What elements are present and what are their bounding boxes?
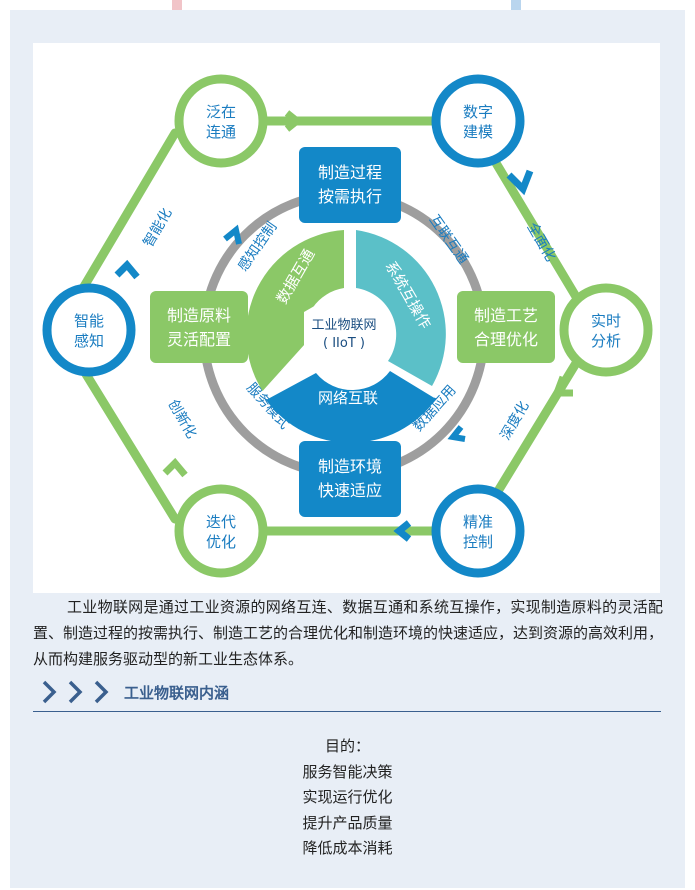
arrow-bottom-icon <box>393 520 412 542</box>
core-segment-teal <box>356 230 446 386</box>
box-bottom: 制造环境 快速适应 <box>299 441 401 517</box>
box-right-line2: 合理优化 <box>474 330 538 349</box>
edge-label-left-lower: 创新化 <box>165 397 200 441</box>
node-top-left-line1: 泛在 <box>206 103 236 121</box>
purpose-item: 实现运行优化 <box>302 788 393 806</box>
edge-arrows <box>114 110 573 542</box>
node-left: 智能 感知 <box>42 283 136 377</box>
chevron-right-icon <box>42 680 109 704</box>
center-label-line1: 工业物联网 <box>311 318 376 333</box>
arrow-right-upper-icon <box>506 169 534 196</box>
center-label-line2: ( IIoT ) <box>323 336 365 351</box>
purpose-item: 服务智能决策 <box>302 762 393 781</box>
node-top-right-line2: 建模 <box>463 123 493 141</box>
purpose-item: 提升产品质量 <box>302 813 393 832</box>
edge-label-left-upper: 智能化 <box>141 206 176 250</box>
box-top-line2: 按需执行 <box>318 187 382 206</box>
box-top: 制造过程 按需执行 <box>299 147 401 223</box>
box-right-line1: 制造工艺 <box>474 306 538 325</box>
node-bottom-right-line1: 精准 <box>463 513 493 531</box>
core-label-blue: 网络互联 <box>318 389 378 407</box>
node-left-line2: 感知 <box>74 332 104 350</box>
box-top-line1: 制造过程 <box>318 163 382 182</box>
node-right-line1: 实时 <box>591 312 621 330</box>
iiot-diagram: 全面化 深度化 创新化 智能化 感知控制 互联互通 服务模式 数据应用 数据互通… <box>33 43 660 593</box>
box-bottom-line1: 制造环境 <box>318 457 382 476</box>
node-bottom-left-line2: 优化 <box>206 533 236 551</box>
section-title: 工业物联网内涵 <box>124 684 230 702</box>
ring-arrow-lower-right-icon <box>447 425 466 442</box>
node-top-right-line1: 数字 <box>463 103 493 121</box>
arrow-left-upper-icon <box>114 259 140 280</box>
center-hexagon <box>304 289 384 379</box>
top-strip <box>0 0 695 10</box>
section-divider <box>33 711 661 712</box>
arrow-right-lower-icon <box>551 375 573 397</box>
box-left: 制造原料 灵活配置 <box>150 291 248 363</box>
node-right: 实时 分析 <box>559 283 653 377</box>
core-segments <box>246 230 446 443</box>
purpose-item: 降低成本消耗 <box>302 839 393 857</box>
arrow-top-icon <box>284 110 303 132</box>
box-left-line1: 制造原料 <box>167 306 231 325</box>
box-right: 制造工艺 合理优化 <box>457 291 555 363</box>
arrow-left-lower-icon <box>162 457 188 478</box>
node-left-line1: 智能 <box>74 312 104 330</box>
node-top-left-line2: 连通 <box>206 123 236 141</box>
core-segment-blue <box>266 371 436 443</box>
purpose-list: 目的： 服务智能决策 实现运行优化 提升产品质量 降低成本消耗 <box>0 734 695 862</box>
node-right-line2: 分析 <box>591 332 621 350</box>
node-bottom-right-line2: 控制 <box>463 533 493 551</box>
purpose-heading: 目的： <box>324 737 370 755</box>
node-top-left: 泛在 连通 <box>174 74 268 168</box>
node-bottom-left-line1: 迭代 <box>206 513 236 531</box>
edge-label-right-upper: 全面化 <box>524 220 560 265</box>
node-bottom-right: 精准 控制 <box>431 484 525 578</box>
box-left-line2: 灵活配置 <box>167 330 231 349</box>
node-bottom-left: 迭代 优化 <box>174 484 268 578</box>
core-segment-green <box>246 230 344 391</box>
box-bottom-line2: 快速适应 <box>318 481 382 500</box>
ring-arrow-upper-left-icon <box>223 224 242 245</box>
node-top-right: 数字 建模 <box>431 74 525 168</box>
ring-label-upper-right: 互联互通 <box>426 212 471 267</box>
edge-left-upper <box>68 128 180 310</box>
section-header: 工业物联网内涵 <box>38 674 660 712</box>
edge-left-lower <box>68 348 180 524</box>
intro-paragraph: 工业物联网是通过工业资源的网络互连、数据互通和系统互操作，实现制造原料的灵活配置… <box>33 598 664 668</box>
